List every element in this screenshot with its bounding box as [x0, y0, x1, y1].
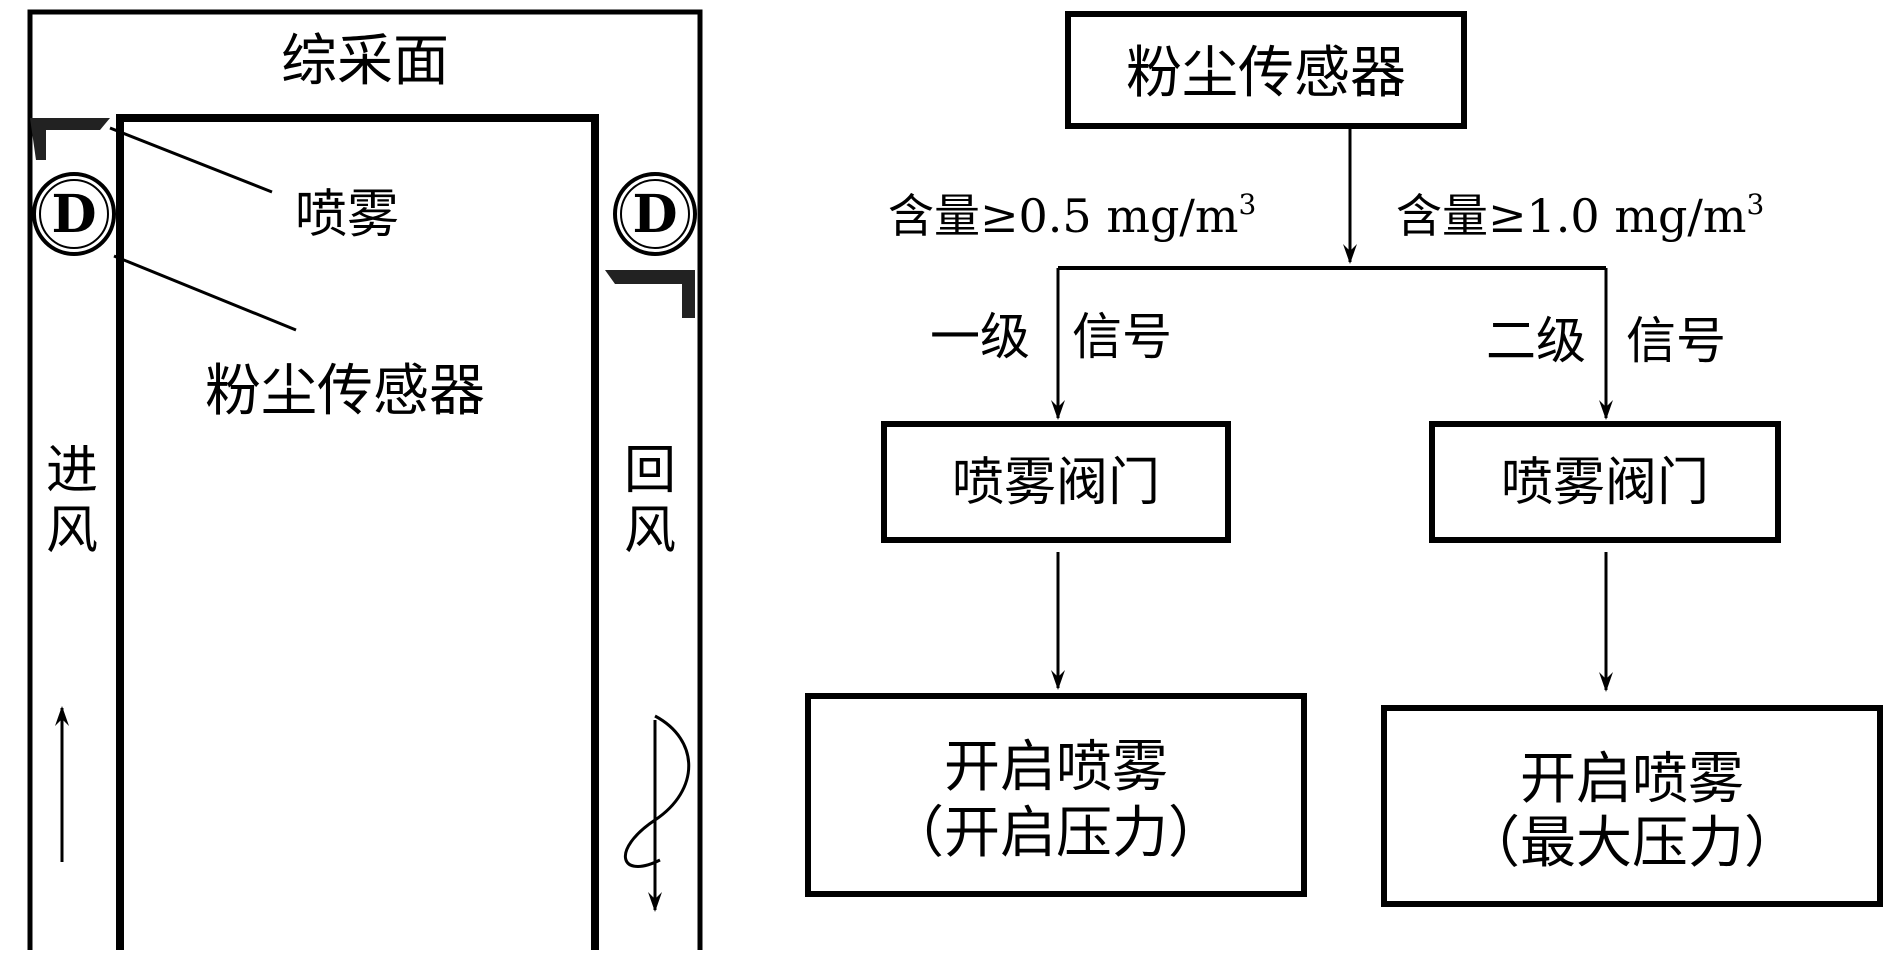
right-valve-box: [1429, 421, 1781, 543]
return-label-1: 回: [624, 441, 676, 501]
sensor-box: [1065, 11, 1467, 129]
right-condition: 含量≥1.0 mg/m3: [1396, 188, 1764, 243]
left-action-line2: （开启压力）: [888, 801, 1224, 866]
intake-label-2: 风: [46, 501, 98, 561]
dust-sensor-left-icon: D: [32, 172, 116, 256]
intake-label-1: 进: [46, 441, 98, 501]
spray-label: 喷雾: [295, 185, 399, 245]
left-valve-label: 喷雾阀门: [952, 453, 1160, 513]
svg-text:D: D: [632, 184, 677, 245]
svg-text:D: D: [51, 184, 96, 245]
spray-leader-line: [109, 126, 273, 194]
left-signal-word: 信号: [1072, 308, 1172, 366]
left-condition: 含量≥0.5 mg/m3: [888, 188, 1256, 243]
left-action-box: [805, 693, 1307, 897]
roadway-inner-block: [116, 114, 599, 964]
control-flowchart: 粉尘传感器 含量≥0.5 mg/m3 含量≥1.0 mg/m3 一级 信号 二级…: [805, 11, 1883, 907]
right-signal-level: 二级: [1486, 312, 1586, 370]
sensor-leader-line: [113, 254, 297, 332]
return-airflow-wave: [624, 714, 691, 868]
return-label-2: 风: [624, 501, 676, 561]
dust-sensor-right-icon: D: [613, 172, 697, 256]
sensor-label: 粉尘传感器: [205, 359, 485, 424]
left-action-line1: 开启喷雾: [944, 735, 1168, 800]
left-signal-level: 一级: [930, 308, 1030, 366]
bottom-mask: [0, 950, 720, 964]
right-valve-label: 喷雾阀门: [1501, 453, 1709, 513]
right-signal-word: 信号: [1626, 312, 1726, 370]
face-label: 综采面: [281, 29, 449, 94]
right-action-line2: （最大压力）: [1464, 811, 1800, 876]
sensor-box-label: 粉尘传感器: [1126, 41, 1406, 106]
right-action-box: [1381, 705, 1883, 907]
spray-nozzle-right-icon: [605, 270, 695, 318]
layout-panel: 综采面 D D 喷雾 粉尘传感器 进 风 回 风: [0, 9, 720, 964]
spray-nozzle-left-icon: [30, 118, 110, 160]
right-action-line1: 开启喷雾: [1520, 747, 1744, 812]
left-valve-box: [881, 421, 1231, 543]
